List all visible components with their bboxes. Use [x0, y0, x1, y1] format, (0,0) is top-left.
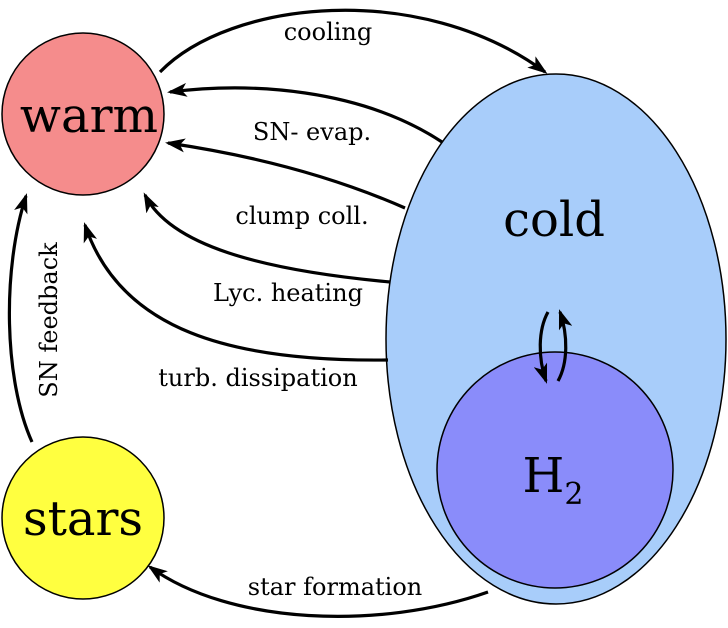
cooling-arrow	[158, 8, 548, 74]
lyc-heating-arrow	[143, 192, 391, 284]
clump-coll-arrow	[165, 138, 406, 210]
star-formation-arrow	[147, 565, 489, 618]
stars-node	[1, 436, 165, 600]
h2-label-main: H	[523, 448, 565, 504]
h2-exchange-arrow-up	[556, 309, 573, 382]
sn-feedback-arrow	[7, 193, 34, 443]
warm-node	[1, 32, 165, 196]
cold-label: cold	[503, 192, 605, 248]
h2-node	[436, 351, 674, 589]
cooling-label: cooling	[284, 18, 373, 46]
warm-label: warm	[20, 88, 158, 144]
h2-label: H2	[523, 448, 584, 512]
turb-dissipation-arrow	[83, 222, 389, 362]
sn-evap-label: SN- evap.	[253, 118, 371, 146]
sn-feedback-label: SN feedback	[35, 242, 63, 398]
turb-dissipation-label: turb. dissipation	[158, 364, 357, 392]
h2-exchange-arrow-down	[533, 311, 550, 384]
clump-coll-label: clump coll.	[235, 202, 368, 230]
stars-label: stars	[23, 491, 143, 547]
h2-label-subscript: 2	[564, 477, 583, 512]
star-formation-label: star formation	[248, 573, 422, 601]
sn-evap-arrow	[167, 82, 443, 144]
lyc-heating-label: Lyc. heating	[213, 279, 363, 307]
